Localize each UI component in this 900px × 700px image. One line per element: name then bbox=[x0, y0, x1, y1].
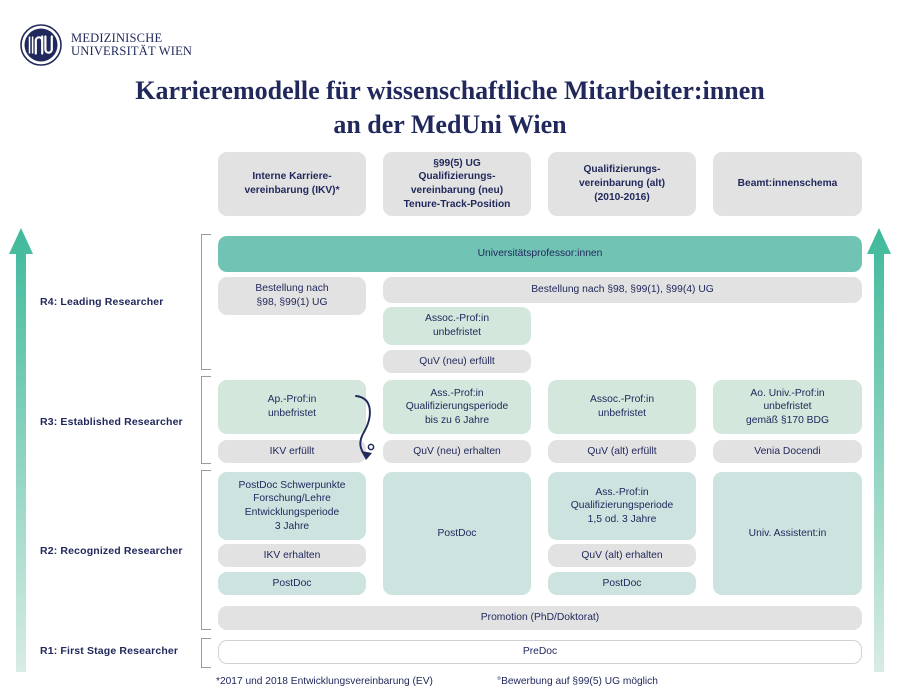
row-label-r2: R2: Recognized Researcher bbox=[40, 545, 183, 557]
bracket-r1 bbox=[201, 638, 211, 668]
box-quv-alt-erfuellt: QuV (alt) erfüllt bbox=[548, 440, 696, 463]
box-bestellung-ikv: Bestellung nach§98, §99(1) UG bbox=[218, 277, 366, 315]
box-ikv-erfuellt: IKV erfüllt bbox=[218, 440, 366, 463]
meduni-wien-logo: MEDIZINISCHE UNIVERSITÄT WIEN bbox=[20, 24, 192, 66]
box-promotion: Promotion (PhD/Doktorat) bbox=[218, 606, 862, 630]
page-title-line2: an der MedUni Wien bbox=[333, 109, 567, 139]
page-title-line1: Karrieremodelle für wissenschaftliche Mi… bbox=[135, 76, 765, 105]
box-bestellung-span: Bestellung nach §98, §99(1), §99(4) UG bbox=[383, 277, 862, 303]
box-ikv-erhalten: IKV erhalten bbox=[218, 544, 366, 567]
bracket-r3 bbox=[201, 376, 211, 464]
row-label-r1: R1: First Stage Researcher bbox=[40, 645, 179, 657]
box-postdoc-qv-alt: PostDoc bbox=[548, 572, 696, 595]
column-header-beamtenschema: Beamt:innenschema bbox=[713, 152, 862, 216]
box-postdoc-ikv: PostDoc bbox=[218, 572, 366, 595]
box-postdoc-qv-neu: PostDoc bbox=[383, 472, 531, 595]
row-label-r3: R3: Established Researcher bbox=[40, 416, 183, 428]
career-progression-arrow-right bbox=[867, 228, 891, 672]
box-venia-docendi: Venia Docendi bbox=[713, 440, 862, 463]
box-univ-assistentin: Univ. Assistent:in bbox=[713, 472, 862, 595]
box-quv-neu-erfuellt: QuV (neu) erfüllt bbox=[383, 350, 531, 373]
footnote-ev: *2017 und 2018 Entwicklungsvereinbarung … bbox=[216, 676, 433, 687]
box-predoc: PreDoc bbox=[218, 640, 862, 664]
box-quv-neu-erhalten: QuV (neu) erhalten bbox=[383, 440, 531, 463]
page-title: Karrieremodelle für wissenschaftliche Mi… bbox=[0, 74, 900, 142]
bracket-r4 bbox=[201, 234, 211, 370]
connector-arrow-ikv-to-quv bbox=[355, 395, 375, 460]
column-header-qv-alt: Qualifizierungs-vereinbarung (alt)(2010-… bbox=[548, 152, 696, 216]
row-label-r4: R4: Leading Researcher bbox=[40, 296, 164, 308]
box-quv-alt-erhalten: QuV (alt) erhalten bbox=[548, 544, 696, 567]
meduni-circle-icon bbox=[20, 24, 62, 66]
box-universitaetsprofessorinnen: Universitätsprofessor:innen bbox=[218, 236, 862, 272]
logo-text-line2: UNIVERSITÄT WIEN bbox=[71, 44, 193, 58]
bracket-r2 bbox=[201, 470, 211, 630]
career-progression-arrow-left bbox=[9, 228, 33, 672]
column-header-ikv: Interne Karriere-vereinbarung (IKV)* bbox=[218, 152, 366, 216]
logo-text-line1: MEDIZINISCHE bbox=[71, 30, 163, 45]
footnote-bewerbung: °Bewerbung auf §99(5) UG möglich bbox=[497, 676, 658, 687]
